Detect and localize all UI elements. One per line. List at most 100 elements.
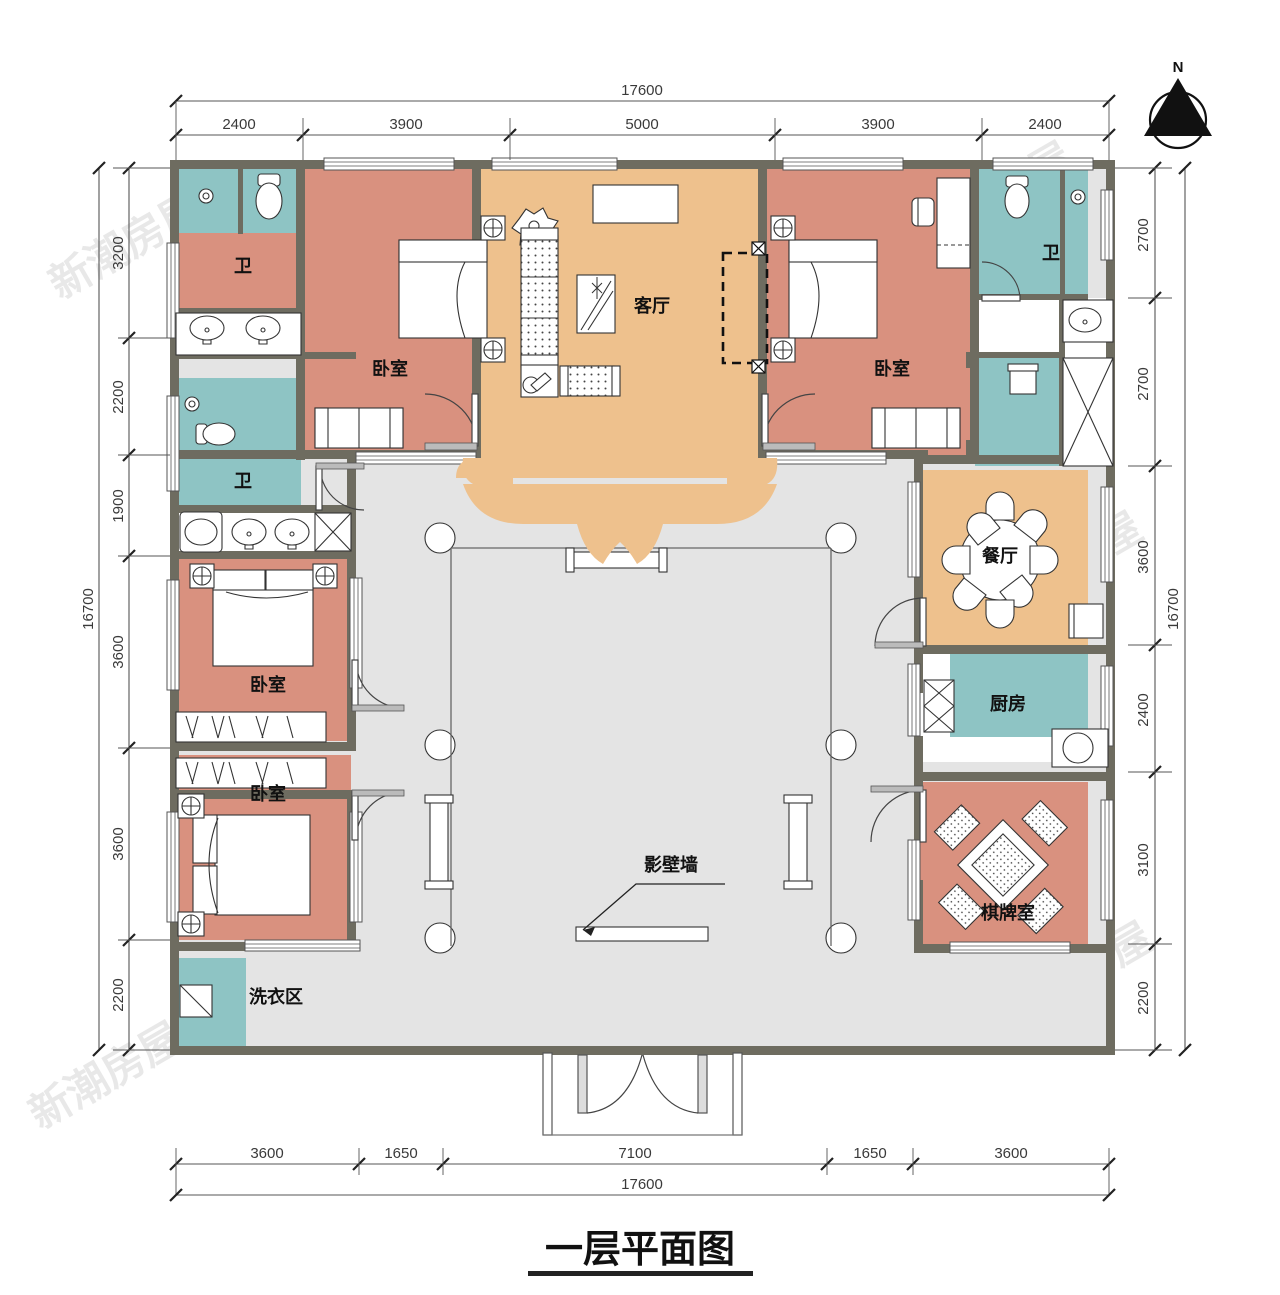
dim-bottom-chain: 3600 1650 7100 1650 3600 — [168, 1145, 1117, 1195]
side-table-icon — [520, 364, 559, 398]
nightstand-icon — [770, 337, 796, 363]
column-icon — [825, 729, 857, 761]
bed-icon — [398, 239, 488, 339]
room-label-living-room: 客厅 — [634, 295, 670, 317]
kitchen-sink-icon — [1051, 728, 1109, 768]
room-label-bedroom-nw: 卧室 — [372, 358, 408, 380]
tv-cabinet-icon — [592, 184, 679, 224]
dim-right-seg-1: 2700 — [1135, 218, 1152, 251]
bathtub-icon — [179, 511, 223, 553]
dim-right-seg-5: 3100 — [1135, 843, 1152, 876]
dim-top-total: 17600 — [168, 82, 1117, 109]
step-icon — [783, 794, 813, 890]
dim-right-chain: 2700 2700 3600 2400 3100 2200 — [1115, 160, 1172, 1058]
dim-bottom-seg-4: 1650 — [853, 1145, 886, 1162]
coffee-table-icon — [576, 274, 616, 334]
furniture — [175, 173, 1114, 1018]
bed-icon — [788, 239, 878, 339]
door-icon — [315, 462, 365, 511]
sink-icon — [189, 315, 225, 345]
toilet-icon — [1004, 175, 1030, 219]
door-icon — [761, 393, 816, 451]
dim-bottom-seg-2: 1650 — [384, 1145, 417, 1162]
column-icon — [825, 922, 857, 954]
nightstand-icon — [177, 911, 205, 937]
storage-icon — [314, 512, 352, 552]
dim-left-seg-1: 3200 — [110, 236, 127, 269]
dim-right-seg-3: 3600 — [1135, 540, 1152, 573]
dim-left-seg-6: 2200 — [110, 978, 127, 1011]
dim-bottom-total: 17600 — [168, 1176, 1117, 1203]
nightstand-icon — [177, 793, 205, 819]
dim-top-seg-5: 2400 — [1028, 116, 1061, 133]
dim-right-total: 16700 — [1165, 160, 1193, 1058]
dim-left-seg-2: 2200 — [110, 380, 127, 413]
nightstand-icon — [312, 563, 338, 589]
game-chair-icon — [933, 799, 1069, 935]
dim-top-seg-2: 3900 — [389, 116, 422, 133]
north-arrow-label: N — [1173, 59, 1184, 76]
dim-right-seg-6: 2200 — [1135, 981, 1152, 1014]
chair-icon — [911, 197, 935, 227]
room-label-bedroom-w-lower: 卧室 — [250, 783, 286, 805]
column-icon — [424, 729, 456, 761]
partition-screen-icon — [721, 251, 769, 365]
dim-right-seg-4: 2400 — [1135, 693, 1152, 726]
door-icon — [351, 659, 405, 712]
drawing-title-block: 一层平面图 — [528, 1227, 753, 1276]
dim-bottom-seg-3: 7100 — [618, 1145, 651, 1162]
bed-icon — [192, 814, 311, 916]
storage-icon — [1062, 357, 1114, 467]
sink-icon — [274, 518, 310, 550]
annotation-label-screen-wall: 影壁墙 — [644, 854, 698, 876]
step-icon — [565, 547, 668, 573]
dim-top-seg-3: 5000 — [625, 116, 658, 133]
dim-left-seg-5: 3600 — [110, 827, 127, 860]
desk-icon — [936, 177, 971, 269]
toilet-icon — [195, 422, 236, 446]
dimensions: 17600 2400 3900 5000 3900 2400 — [80, 82, 1193, 1203]
drawing-title: 一层平面图 — [545, 1227, 735, 1271]
cabinet-icon — [1068, 603, 1104, 639]
toilet-icon — [255, 173, 283, 220]
dim-left-total: 16700 — [80, 160, 107, 1058]
dim-top-seg-1: 2400 — [222, 116, 255, 133]
living-room-entry-flare — [462, 458, 778, 564]
dim-top-seg-4: 3900 — [861, 116, 894, 133]
room-label-bedroom-ne: 卧室 — [874, 358, 910, 380]
hinge-icon — [751, 241, 766, 374]
sofa-icon — [314, 407, 404, 449]
nightstand-icon — [189, 563, 215, 589]
column-icon — [424, 922, 456, 954]
washing-machine-icon — [179, 984, 213, 1018]
door-icon — [870, 785, 927, 843]
sink-icon — [1062, 299, 1114, 343]
column-icon — [825, 522, 857, 554]
dim-left-chain: 3200 2200 1900 3600 3600 2200 — [110, 160, 170, 1058]
room-label-bath-w: 卫 — [234, 471, 252, 492]
dim-right-total-text: 16700 — [1165, 588, 1182, 630]
room-label-bath-ne: 卫 — [1042, 243, 1060, 264]
dim-bottom-seg-1: 3600 — [250, 1145, 283, 1162]
dim-bottom-seg-5: 3600 — [994, 1145, 1027, 1162]
door-icon — [981, 261, 1021, 302]
room-label-bedroom-w-upper: 卧室 — [250, 674, 286, 696]
room-labels: 卫 卧室 客厅 卧室 卫 卫 卧室 卧室 洗衣区 餐厅 厨房 棋牌室 影壁墙 — [234, 243, 1060, 1008]
windows — [166, 157, 1114, 954]
bath-ne-fill — [975, 168, 1088, 298]
dim-top-chain: 2400 3900 5000 3900 2400 — [168, 101, 1117, 160]
step-icon — [424, 794, 454, 890]
door-icon — [424, 393, 479, 451]
nightstand-icon — [480, 337, 506, 363]
dim-right-seg-2: 2700 — [1135, 367, 1152, 400]
sink-icon — [245, 315, 281, 345]
stool-icon — [1007, 363, 1039, 395]
wardrobe-icon — [175, 711, 327, 743]
nightstand-icon — [480, 215, 506, 241]
living-room-door-icon — [456, 458, 768, 478]
nightstand-icon — [770, 215, 796, 241]
dim-left-seg-3: 1900 — [110, 489, 127, 522]
column-icon — [424, 522, 456, 554]
